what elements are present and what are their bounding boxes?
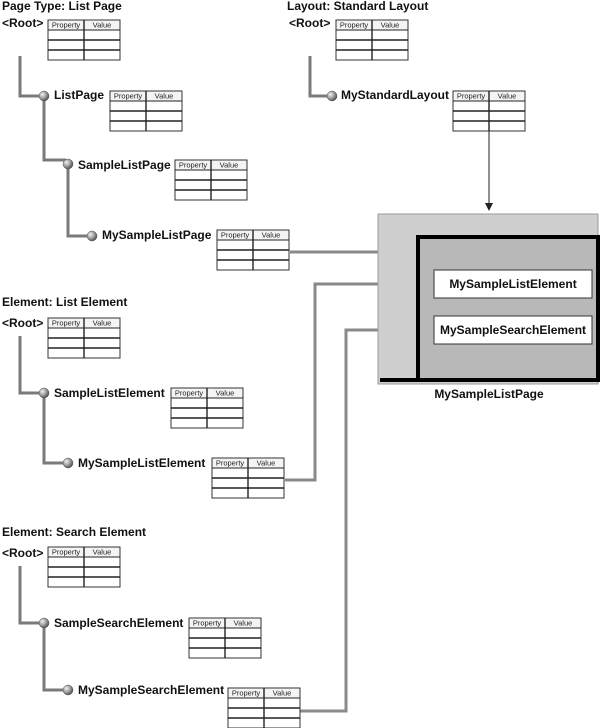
tree-connectors [18,56,330,692]
table-header-value: Value [381,21,400,30]
ball-node-icon [86,230,98,242]
table-header-value: Value [220,161,239,170]
table-header-value: Value [273,689,292,698]
node-label-root-page: <Root> [2,16,43,30]
table-header-value: Value [216,389,235,398]
section-title-page-type: Page Type: List Page [2,0,122,13]
section-title-layout: Layout: Standard Layout [287,0,428,13]
section-title-list-element: Element: List Element [2,295,127,309]
table-mystandardlayout: Property Value [452,90,526,132]
connector-listpage-samplelistpage [42,98,66,162]
ball-node-icon [38,387,50,399]
table-header-value: Value [93,319,112,328]
table-header-property: Property [340,21,369,30]
node-label-root-layout: <Root> [289,16,330,30]
node-label-root-list: <Root> [2,316,43,330]
connector-root-listpage [18,56,42,98]
node-label-mysamplelistelement: MySampleListElement [78,456,205,470]
table-header-value: Value [234,619,253,628]
panel-element-search [433,315,593,345]
node-label-samplelistpage: SampleListPage [78,158,171,172]
table-mysamplesearchelement: Property Value [227,687,301,728]
node-label-listpage: ListPage [54,88,104,102]
flow-listelement-to-panel [285,282,426,482]
table-header-property: Property [193,619,222,628]
panel-element-list-label: MySampleListElement [449,277,576,291]
node-label-mysamplesearchelement: MySampleSearchElement [78,683,224,697]
table-header-property: Property [114,92,143,101]
table-root-layout: Property Value [335,19,409,61]
table-listpage: Property Value [109,90,183,132]
node-label-samplesearchelement: SampleSearchElement [54,616,183,630]
table-header-value: Value [262,231,281,240]
table-header-value: Value [155,92,174,101]
panel-element-search-label: MySampleSearchElement [440,323,586,337]
ball-node-icon [38,90,50,102]
table-header-property: Property [175,389,204,398]
ball-node-icon [326,90,338,102]
ball-node-icon [62,684,74,696]
node-label-root-search: <Root> [2,546,43,560]
table-header-property: Property [232,689,261,698]
table-header-value: Value [257,459,276,468]
table-root-page: Property Value [47,19,121,61]
panel-inner [416,235,600,382]
table-samplesearchelement: Property Value [188,617,262,659]
table-header-property: Property [179,161,208,170]
connector-samplesearchelement-mysamplesearchelement [42,625,66,692]
panel-element-list [433,269,593,299]
table-header-value: Value [93,21,112,30]
node-label-mysamplelistpage: MySampleListPage [102,228,212,242]
table-header-value: Value [93,548,112,557]
table-samplelistpage: Property Value [174,159,248,201]
table-header-property: Property [52,548,81,557]
table-mysamplelistelement: Property Value [211,457,285,499]
flow-searchelement-to-panel [300,328,426,713]
node-label-mystandardlayout: MyStandardLayout [341,88,449,102]
node-label-samplelistelement: SampleListElement [54,386,165,400]
ball-node-icon [62,457,74,469]
ball-node-icon [62,158,74,170]
table-root-list: Property Value [47,317,121,359]
ball-node-icon [38,617,50,629]
panel-caption: MySampleListPage [434,387,544,401]
connector-root-samplesearchelement [18,566,42,625]
connector-samplelistelement-mysamplelistelement [42,395,66,465]
connector-root-samplelistelement [18,336,42,395]
table-header-property: Property [221,231,250,240]
table-header-property: Property [457,92,486,101]
connector-root-mystandardlayout [308,56,330,98]
ball-nodes [38,90,338,696]
table-mysamplelistpage: Property Value [216,229,290,271]
result-panel: MySampleListElement MySampleSearchElemen… [377,213,600,401]
table-header-value: Value [498,92,517,101]
table-root-search: Property Value [47,546,121,588]
table-header-property: Property [52,319,81,328]
connector-samplelistpage-mysamplelistpage [66,166,90,238]
section-title-search-element: Element: Search Element [2,525,146,539]
table-samplelistelement: Property Value [170,387,244,429]
table-header-property: Property [52,21,81,30]
table-header-property: Property [216,459,245,468]
